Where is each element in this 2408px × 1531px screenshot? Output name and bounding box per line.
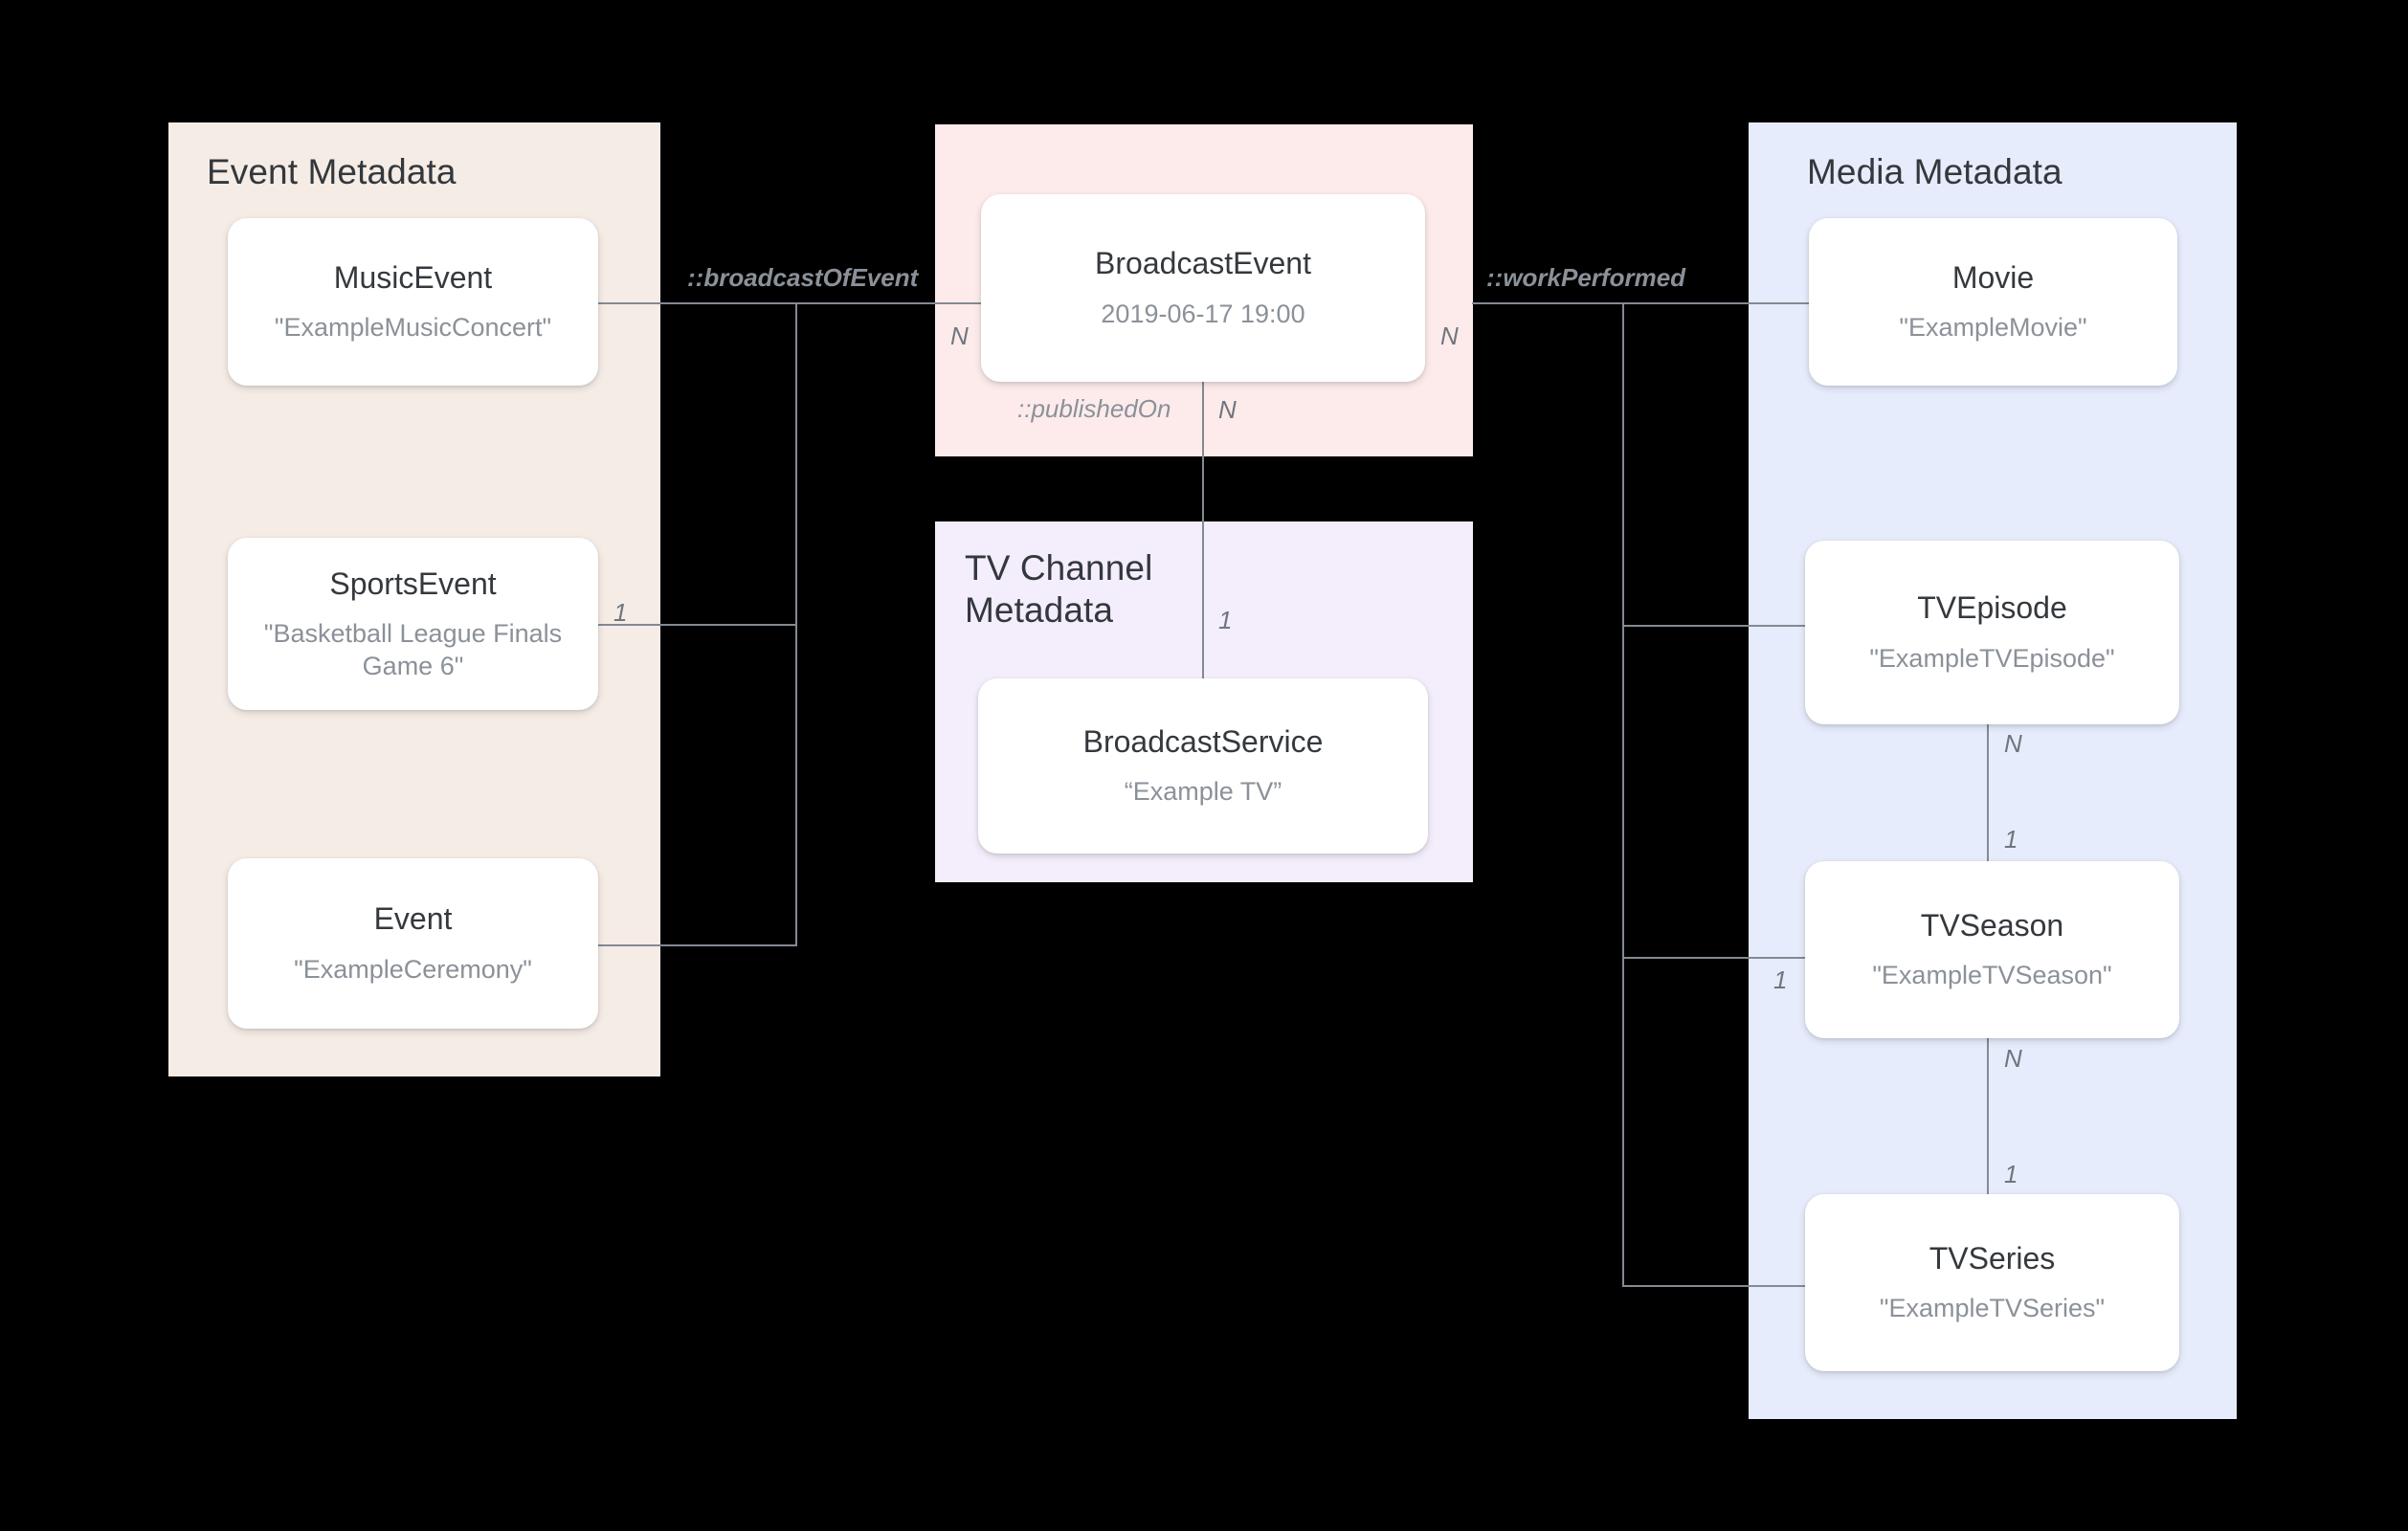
entity-type-tv-season: TVSeason xyxy=(1920,907,2064,943)
entity-type-music-event: MusicEvent xyxy=(333,259,493,295)
entity-type-tv-series: TVSeries xyxy=(1929,1240,2056,1276)
entity-type-tv-episode: TVEpisode xyxy=(1917,590,2067,626)
connector-sports-event-horizontal xyxy=(598,624,796,626)
entity-value-music-event: "ExampleMusicConcert" xyxy=(274,313,552,343)
connector-broadcast-of-event-horizontal xyxy=(795,302,981,304)
entity-value-tv-season: "ExampleTVSeason" xyxy=(1872,961,2112,990)
connector-media-bus-vertical xyxy=(1622,302,1624,1287)
connector-event-horizontal xyxy=(598,944,796,946)
multiplicity-published-on-target: 1 xyxy=(1218,606,1233,634)
multiplicity-sports-event-source: 1 xyxy=(613,598,628,627)
multiplicity-season-series-target: 1 xyxy=(2004,1160,2018,1188)
entity-value-sports-event: "Basketball League Finals Game 6" xyxy=(263,618,563,680)
entity-card-sports-event[interactable]: SportsEvent "Basketball League Finals Ga… xyxy=(228,538,598,710)
entity-card-tv-season[interactable]: TVSeason "ExampleTVSeason" xyxy=(1805,861,2179,1038)
multiplicity-broadcast-of-event-target: N xyxy=(950,322,969,350)
connector-published-on-vertical xyxy=(1202,381,1204,679)
multiplicity-episode-season-target: 1 xyxy=(2004,825,2018,854)
panel-media-metadata-title: Media Metadata xyxy=(1807,152,2062,191)
entity-value-tv-episode: "ExampleTVEpisode" xyxy=(1869,643,2115,673)
connector-movie-horizontal xyxy=(1622,302,1810,304)
entity-card-music-event[interactable]: MusicEvent "ExampleMusicConcert" xyxy=(228,218,598,386)
entity-value-broadcast-event: 2019-06-17 19:00 xyxy=(1101,299,1305,328)
multiplicity-season-series-source: N xyxy=(2004,1044,2022,1073)
entity-type-sports-event: SportsEvent xyxy=(329,566,497,601)
entity-type-movie: Movie xyxy=(1951,259,2035,295)
relation-label-published-on: ::publishedOn xyxy=(1017,394,1171,423)
relation-label-broadcast-of-event: ::broadcastOfEvent xyxy=(687,263,919,292)
entity-type-broadcast-service: BroadcastService xyxy=(1082,723,1324,759)
connector-tv-episode-horizontal xyxy=(1622,625,1810,627)
entity-card-movie[interactable]: Movie "ExampleMovie" xyxy=(1809,218,2177,386)
entity-type-event: Event xyxy=(373,901,453,937)
panel-tv-channel-metadata-title: TV Channel Metadata xyxy=(965,548,1153,630)
connector-tv-series-horizontal xyxy=(1622,1285,1810,1287)
multiplicity-work-performed-target: N xyxy=(1440,322,1459,350)
entity-card-event[interactable]: Event "ExampleCeremony" xyxy=(228,858,598,1029)
connector-music-event-horizontal xyxy=(598,302,796,304)
entity-type-broadcast-event: BroadcastEvent xyxy=(1095,246,1311,281)
connector-season-series-vertical xyxy=(1987,1038,1989,1220)
connector-episode-season-vertical xyxy=(1987,724,1989,905)
connector-event-bus-vertical xyxy=(795,302,797,946)
entity-card-broadcast-service[interactable]: BroadcastService “Example TV” xyxy=(978,678,1428,854)
relation-label-work-performed: ::workPerformed xyxy=(1486,263,1686,292)
multiplicity-episode-season-source: N xyxy=(2004,729,2022,758)
multiplicity-work-performed-season: 1 xyxy=(1773,965,1788,994)
entity-value-broadcast-service: “Example TV” xyxy=(1124,777,1282,807)
connector-work-performed-horizontal xyxy=(1472,302,1623,304)
panel-event-metadata-title: Event Metadata xyxy=(207,152,457,191)
connector-tv-season-horizontal xyxy=(1622,957,1810,959)
entity-value-movie: "ExampleMovie" xyxy=(1899,313,2087,343)
multiplicity-published-on-source: N xyxy=(1218,395,1237,424)
entity-card-broadcast-event[interactable]: BroadcastEvent 2019-06-17 19:00 xyxy=(981,194,1425,382)
entity-card-tv-episode[interactable]: TVEpisode "ExampleTVEpisode" xyxy=(1805,541,2179,724)
entity-value-event: "ExampleCeremony" xyxy=(294,954,532,984)
entity-value-tv-series: "ExampleTVSeries" xyxy=(1879,1294,2106,1323)
entity-card-tv-series[interactable]: TVSeries "ExampleTVSeries" xyxy=(1805,1194,2179,1371)
